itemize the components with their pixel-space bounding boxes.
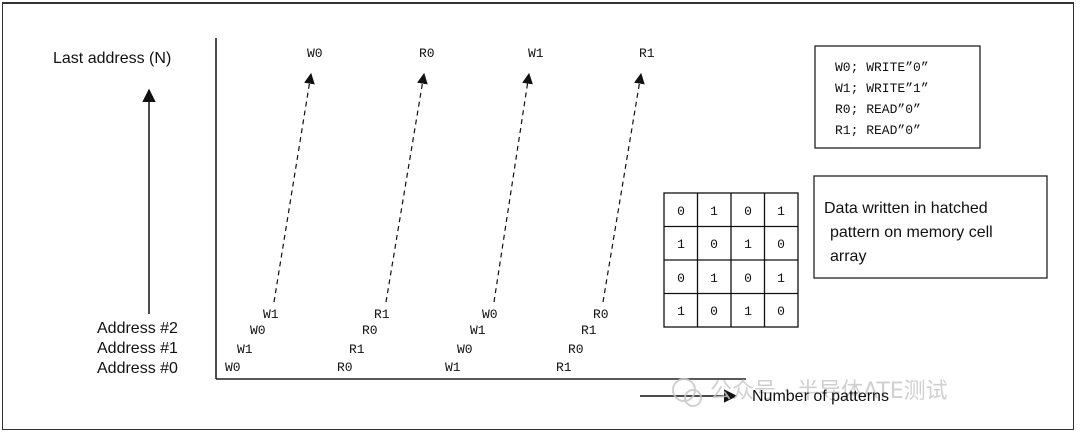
grid-cell: 1 xyxy=(710,271,718,286)
pattern-op-label: W0 xyxy=(250,323,266,338)
pattern-op-label: R1 xyxy=(581,323,597,338)
diagram-frame xyxy=(2,2,1074,430)
pattern-sequence-arrow xyxy=(602,72,645,303)
legend-entry: W0; WRITE”0” xyxy=(835,60,929,75)
pattern-column-4: R1 R0 R1 R0 R1 xyxy=(556,46,655,375)
grid-cell: 0 xyxy=(677,204,685,219)
address-1-label: Address #1 xyxy=(97,340,178,357)
pattern-column-2: R0 R1 R0 R1 R0 xyxy=(337,46,435,375)
grid-cell: 1 xyxy=(777,271,785,286)
pattern-op-label: R0 xyxy=(593,307,609,322)
grid-cell: 0 xyxy=(744,204,752,219)
pattern-op-label: W1 xyxy=(263,307,279,322)
number-of-patterns-label: Number of patterns xyxy=(752,388,889,405)
pattern-op-label: W1 xyxy=(528,46,544,61)
grid-cell: 1 xyxy=(777,204,785,219)
grid-cell: 0 xyxy=(710,237,718,252)
pattern-op-label: R1 xyxy=(374,307,390,322)
pattern-op-label: W0 xyxy=(482,307,498,322)
address-0-label: Address #0 xyxy=(97,360,178,377)
note-line: array xyxy=(830,248,866,265)
pattern-op-label: R0 xyxy=(568,342,584,357)
pattern-sequence-arrow xyxy=(493,72,533,303)
grid-cell: 0 xyxy=(677,271,685,286)
note-box: Data written in hatched pattern on memor… xyxy=(813,175,1048,279)
note-line: pattern on memory cell xyxy=(830,224,993,241)
pattern-op-label: W0 xyxy=(457,342,473,357)
pattern-op-label: W1 xyxy=(445,360,461,375)
grid-cell: 1 xyxy=(744,304,752,319)
grid-cell: 0 xyxy=(777,304,785,319)
pattern-sequence-arrow xyxy=(273,72,315,303)
pattern-column-3: W1 W0 W1 W0 W1 xyxy=(445,46,544,375)
legend-box: W0; WRITE”0” W1; WRITE”1” R0; READ”0” R1… xyxy=(814,45,981,149)
legend-entry: R0; READ”0” xyxy=(835,102,921,117)
grid-cell: 1 xyxy=(710,204,718,219)
pattern-op-label: R1 xyxy=(639,46,655,61)
grid-cell: 0 xyxy=(777,237,785,252)
note-line: Data written in hatched xyxy=(824,200,988,217)
pattern-op-label: W0 xyxy=(225,360,241,375)
pattern-op-label: R1 xyxy=(556,360,572,375)
pattern-column-1: W0 W1 W0 W1 W0 xyxy=(225,46,323,375)
legend-entry: W1; WRITE”1” xyxy=(835,81,929,96)
pattern-op-label: R0 xyxy=(419,46,435,61)
watermark-text: 公众号 · 半导体ATE测试 xyxy=(710,379,948,404)
pattern-sequence-arrow xyxy=(385,72,428,303)
legend-entry: R1; READ”0” xyxy=(835,123,921,138)
pattern-op-label: R1 xyxy=(349,342,365,357)
grid-cell: 1 xyxy=(744,237,752,252)
memory-cell-grid: 0 1 0 1 1 0 1 0 0 1 0 1 1 0 1 0 xyxy=(663,192,799,328)
grid-cell: 1 xyxy=(677,304,685,319)
grid-cell: 0 xyxy=(710,304,718,319)
address-2-label: Address #2 xyxy=(97,320,178,337)
pattern-op-label: W1 xyxy=(470,323,486,338)
grid-cell: 1 xyxy=(677,237,685,252)
pattern-op-label: W0 xyxy=(307,46,323,61)
pattern-op-label: R0 xyxy=(337,360,353,375)
pattern-op-label: W1 xyxy=(237,342,253,357)
grid-cell: 0 xyxy=(744,271,752,286)
watermark: 公众号 · 半导体ATE测试 xyxy=(672,378,948,407)
last-address-label: Last address (N) xyxy=(53,50,171,67)
pattern-op-label: R0 xyxy=(362,323,378,338)
